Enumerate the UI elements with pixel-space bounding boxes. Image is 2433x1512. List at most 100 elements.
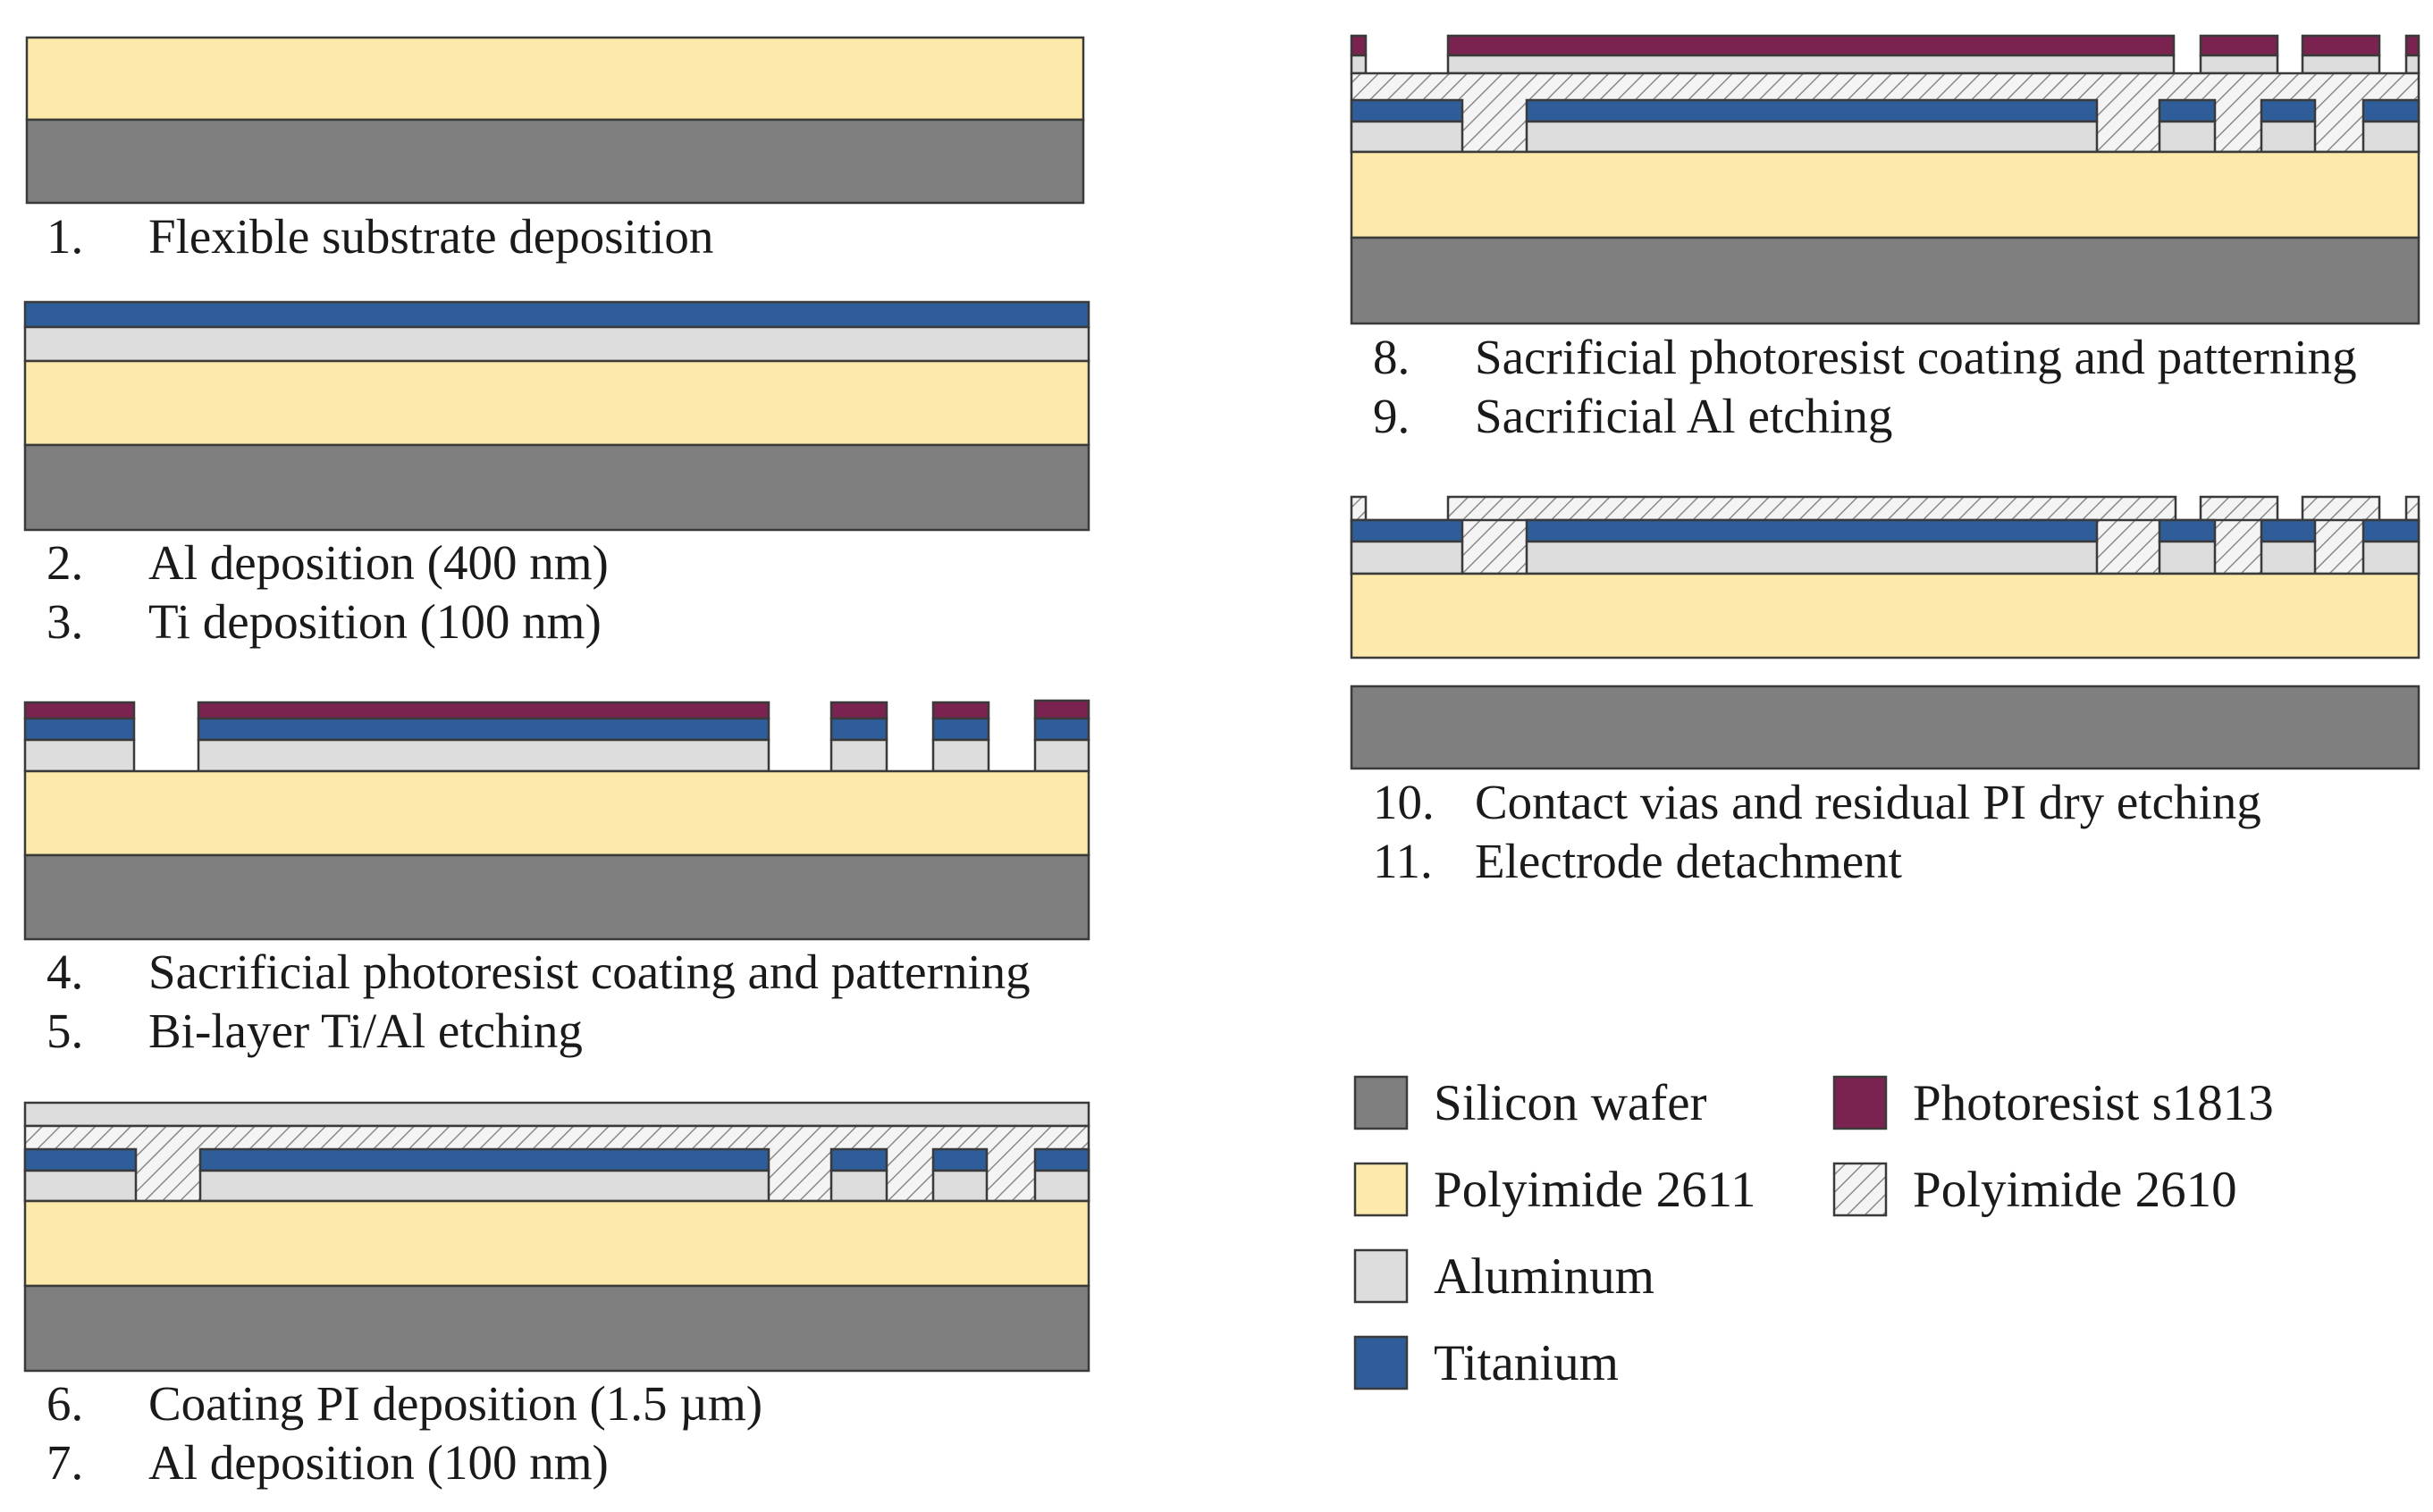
step-label: Electrode detachment <box>1475 834 1902 888</box>
titanium-block <box>1525 98 2099 123</box>
step-number: 5. <box>46 1004 83 1058</box>
aluminum-block <box>2361 120 2420 154</box>
polyimide-2611-layer <box>1350 572 2420 659</box>
aluminum-block <box>1350 54 1368 75</box>
silicon-wafer-layer <box>1350 236 2420 325</box>
step-number: 8. <box>1373 330 1410 384</box>
titanium-block <box>2260 98 2317 123</box>
aluminum-top-layer <box>23 1101 1090 1128</box>
panel-steps-6-7 <box>23 1101 1090 1373</box>
titanium-block <box>1033 1147 1090 1172</box>
polyimide-2610-block <box>2199 495 2279 524</box>
polyimide-2610-block <box>1350 495 1368 524</box>
titanium-layer <box>23 300 1090 329</box>
legend-label: Polyimide 2611 <box>1434 1162 1755 1218</box>
step-label: Sacrificial Al etching <box>1475 389 1892 443</box>
aluminum-block <box>1446 54 2176 75</box>
step-number: 4. <box>46 945 83 999</box>
aluminum-block <box>2361 540 2420 575</box>
titanium-block <box>1033 717 1090 742</box>
aluminum-block <box>2404 54 2420 75</box>
aluminum-block <box>1033 1169 1090 1203</box>
aluminum-block <box>23 1169 138 1203</box>
titanium-block <box>829 1147 888 1172</box>
photoresist-block <box>2199 34 2279 57</box>
titanium-block <box>1350 518 1464 543</box>
aluminum-block <box>2301 54 2381 75</box>
aluminum-block <box>931 738 990 773</box>
polyimide-2611-layer <box>23 769 1090 857</box>
photoresist-block <box>1446 34 2176 57</box>
photoresist-block <box>829 701 888 720</box>
polyimide-2611-layer <box>23 359 1090 447</box>
silicon-wafer-layer <box>23 853 1090 941</box>
panel-steps-10-11 <box>1350 495 2420 770</box>
step-label: Bi-layer Ti/Al etching <box>148 1004 583 1058</box>
photoresist-block <box>1350 34 1368 57</box>
titanium-block <box>198 1147 770 1172</box>
aluminum-block <box>1033 738 1090 773</box>
polyimide-2610-block <box>2404 495 2420 524</box>
step-number: 6. <box>46 1376 83 1431</box>
step-label: Flexible substrate deposition <box>148 209 713 264</box>
titanium-block <box>2260 518 2317 543</box>
photoresist-block <box>197 701 770 720</box>
legend-label: Titanium <box>1434 1335 1619 1391</box>
step-label: Ti deposition (100 nm) <box>148 594 602 649</box>
titanium-block <box>2361 98 2420 123</box>
titanium-block <box>1350 98 1464 123</box>
titanium-block <box>931 717 990 742</box>
legend-label: Silicon wafer <box>1434 1075 1707 1131</box>
photoresist-block <box>931 701 990 720</box>
aluminum-block <box>1350 120 1464 154</box>
titanium-block <box>829 717 888 742</box>
polyimide-2610-block <box>1446 495 2177 524</box>
titanium-block <box>2361 518 2420 543</box>
step-number: 1. <box>46 209 83 264</box>
legend-swatch-photoresist <box>1832 1075 1888 1130</box>
titanium-block <box>2158 518 2217 543</box>
aluminum-block <box>2158 540 2217 575</box>
step-number: 11. <box>1373 834 1433 888</box>
titanium-block <box>23 1147 138 1172</box>
step-number: 9. <box>1373 389 1410 443</box>
aluminum-block <box>197 738 770 773</box>
legend-swatch-polyimide-2611 <box>1353 1162 1409 1217</box>
silicon-wafer-layer <box>25 118 1085 205</box>
step-label: Al deposition (400 nm) <box>148 535 609 590</box>
aluminum-block <box>2199 54 2279 75</box>
photoresist-block <box>1033 699 1090 720</box>
aluminum-block <box>2158 120 2217 154</box>
legend-swatch-polyimide-2610 <box>1832 1162 1888 1217</box>
aluminum-block <box>198 1169 770 1203</box>
silicon-wafer-layer <box>23 1284 1090 1373</box>
polyimide-2611-layer <box>23 1199 1090 1288</box>
panel-step-1 <box>25 36 1085 205</box>
polyimide-2610-block <box>2301 495 2381 524</box>
legend-swatch-aluminum <box>1353 1248 1409 1304</box>
step-label: Al deposition (100 nm) <box>148 1435 609 1490</box>
photoresist-block <box>23 701 136 720</box>
silicon-wafer-detached <box>1350 685 2420 770</box>
step-label: Coating PI deposition (1.5 µm) <box>148 1376 762 1431</box>
panel-steps-8-9 <box>1350 34 2420 325</box>
step-label: Sacrificial photoresist coating and patt… <box>148 945 1031 999</box>
step-label: Sacrificial photoresist coating and patt… <box>1475 330 2357 384</box>
legend-swatch-titanium <box>1353 1335 1409 1390</box>
step-label: Contact vias and residual PI dry etching <box>1475 775 2261 829</box>
silicon-wafer-layer <box>23 443 1090 532</box>
panel-steps-2-3 <box>23 300 1090 532</box>
panel-steps-4-5 <box>23 699 1090 941</box>
photoresist-block <box>2404 34 2420 57</box>
aluminum-block <box>1525 120 2099 154</box>
legend-label: Photoresist s1813 <box>1913 1075 2274 1131</box>
titanium-block <box>2158 98 2217 123</box>
aluminum-layer <box>23 325 1090 363</box>
aluminum-block <box>829 1169 888 1203</box>
legend: Silicon wafer Photoresist s1813 Polyimid… <box>1353 1075 2274 1391</box>
titanium-block <box>1525 518 2099 543</box>
polyimide-2611-layer <box>25 36 1085 122</box>
aluminum-block <box>931 1169 989 1203</box>
aluminum-block <box>829 738 888 773</box>
